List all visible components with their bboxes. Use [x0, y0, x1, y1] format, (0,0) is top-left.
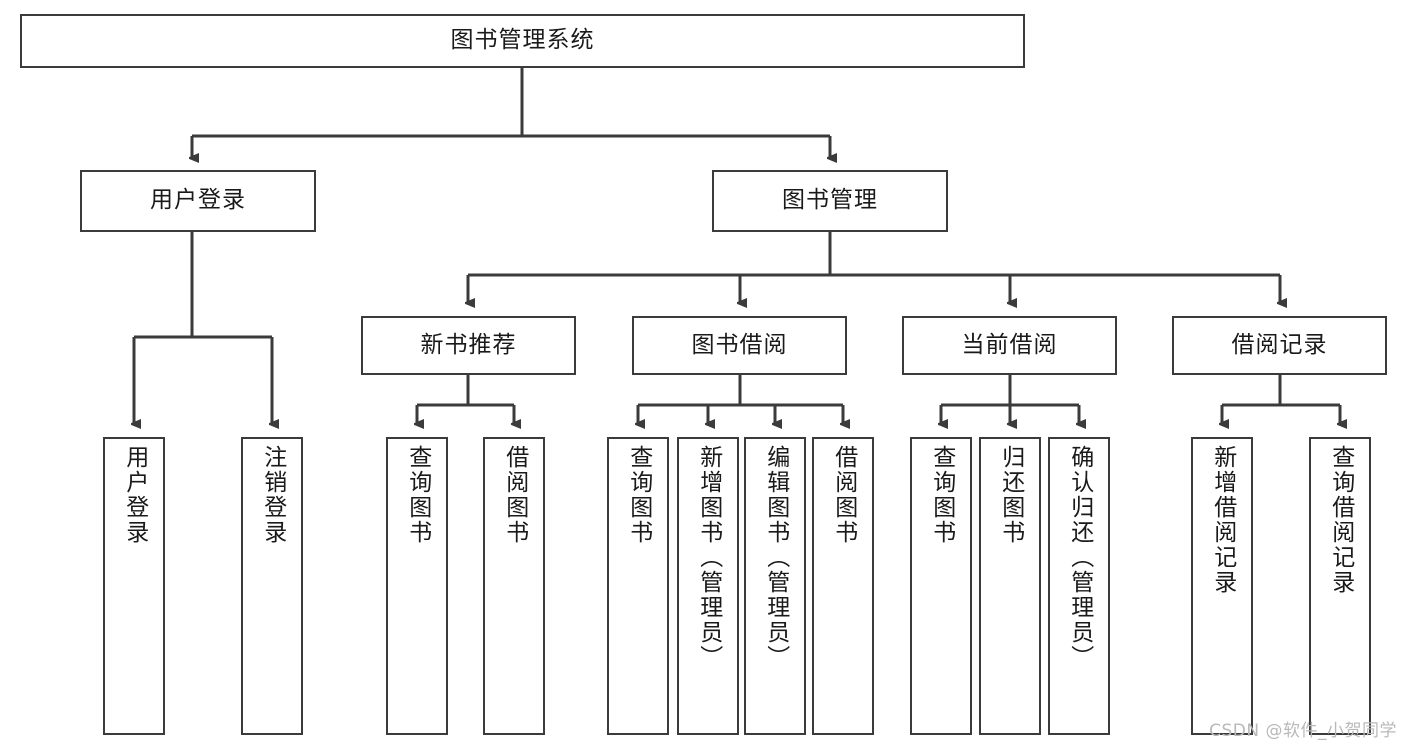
node-new-book-rec-label: 新书推荐: [420, 331, 517, 358]
node-book-manage-label: 图书管理: [782, 187, 878, 214]
node-leaf-confirm-return[interactable]: 确认归还（管理员）: [1048, 437, 1110, 735]
node-root[interactable]: 图书管理系统: [20, 14, 1025, 68]
node-leaf-borrow-book-2[interactable]: 借阅图书: [812, 437, 874, 735]
node-root-label: 图书管理系统: [450, 27, 595, 54]
node-leaf-borrow-book-2-label: 借阅图书: [830, 445, 857, 545]
node-leaf-add-book-label: 新增图书（管理员）: [695, 445, 722, 670]
edges-user-login-to-leaves: [134, 232, 272, 424]
node-leaf-query-record[interactable]: 查询借阅记录: [1309, 437, 1371, 735]
edges-new-book-rec-to-leaves: [417, 375, 514, 424]
node-book-manage[interactable]: 图书管理: [712, 170, 948, 232]
node-leaf-user-login-label: 用户登录: [121, 445, 148, 545]
node-leaf-user-login[interactable]: 用户登录: [103, 437, 165, 735]
node-book-borrow-label: 图书借阅: [691, 331, 788, 358]
node-leaf-query-book-3[interactable]: 查询图书: [910, 437, 972, 735]
node-leaf-return-book-label: 归还图书: [997, 445, 1024, 545]
node-leaf-query-record-label: 查询借阅记录: [1327, 445, 1354, 595]
node-leaf-query-book-2[interactable]: 查询图书: [607, 437, 669, 735]
node-leaf-query-book-2-label: 查询图书: [625, 445, 652, 545]
node-borrow-record-label: 借阅记录: [1231, 331, 1328, 358]
node-user-login[interactable]: 用户登录: [80, 170, 316, 232]
node-leaf-add-record[interactable]: 新增借阅记录: [1191, 437, 1253, 735]
node-borrow-record[interactable]: 借阅记录: [1172, 316, 1387, 375]
node-leaf-logout-label: 注销登录: [259, 445, 286, 545]
node-leaf-logout[interactable]: 注销登录: [241, 437, 303, 735]
node-leaf-confirm-return-label: 确认归还（管理员）: [1066, 445, 1093, 670]
node-current-borrow-label: 当前借阅: [961, 331, 1058, 358]
node-leaf-add-record-label: 新增借阅记录: [1209, 445, 1236, 595]
node-leaf-query-book-1[interactable]: 查询图书: [386, 437, 448, 735]
node-leaf-query-book-1-label: 查询图书: [404, 445, 431, 545]
edges-book-borrow-to-leaves: [638, 375, 843, 424]
node-leaf-query-book-3-label: 查询图书: [928, 445, 955, 545]
node-leaf-borrow-book-1[interactable]: 借阅图书: [483, 437, 545, 735]
edges-current-borrow-to-leaves: [941, 375, 1079, 424]
node-book-borrow[interactable]: 图书借阅: [632, 316, 847, 375]
node-leaf-return-book[interactable]: 归还图书: [979, 437, 1041, 735]
node-new-book-rec[interactable]: 新书推荐: [361, 316, 576, 375]
node-leaf-edit-book-label: 编辑图书（管理员）: [762, 445, 789, 670]
edges-root-to-level2: [192, 68, 830, 158]
node-leaf-edit-book[interactable]: 编辑图书（管理员）: [744, 437, 806, 735]
node-user-login-label: 用户登录: [150, 187, 246, 214]
node-leaf-borrow-book-1-label: 借阅图书: [501, 445, 528, 545]
node-current-borrow[interactable]: 当前借阅: [902, 316, 1117, 375]
edges-book-manage-to-level3: [468, 232, 1280, 303]
node-leaf-add-book[interactable]: 新增图书（管理员）: [677, 437, 739, 735]
edges-borrow-record-to-leaves: [1222, 375, 1340, 424]
